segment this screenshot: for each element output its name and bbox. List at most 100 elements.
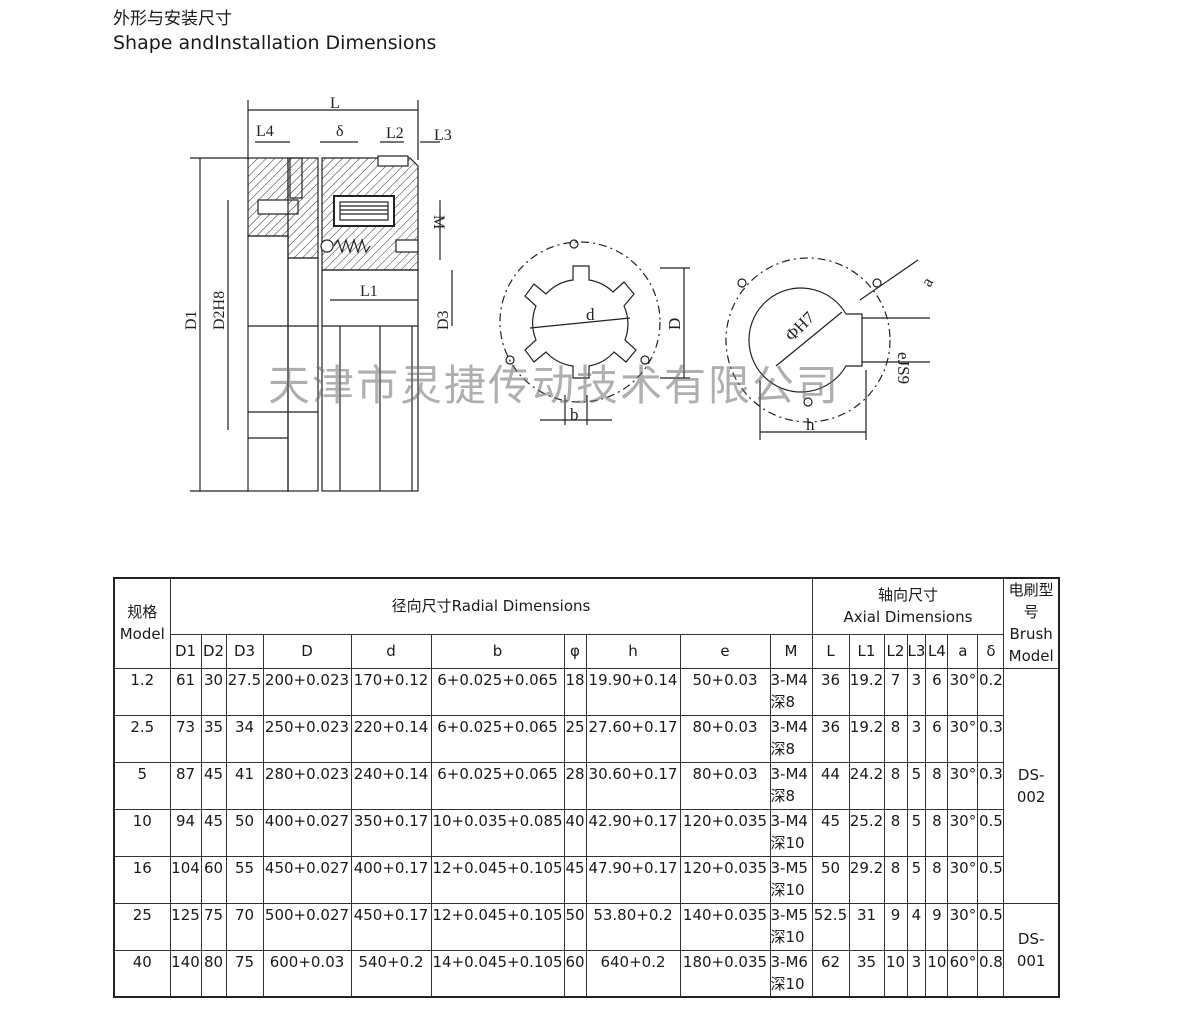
cell-d2: 45	[200, 808, 227, 857]
column-header: D1	[169, 633, 202, 669]
column-header: b	[430, 633, 565, 669]
cell-l1: 19.2	[848, 667, 885, 716]
cell-l: 36	[811, 667, 850, 716]
label-a: a	[917, 274, 937, 290]
cell-m: 3-M6深10	[769, 949, 813, 998]
cell-l3: 3	[906, 949, 927, 998]
cell-h: 53.80+0.2	[585, 902, 681, 951]
label-L2: L2	[386, 125, 404, 142]
cell-d2: 80	[200, 949, 227, 998]
cell-d: 250+0.023	[262, 714, 352, 763]
cell-l1: 29.2	[848, 855, 885, 904]
drawing-labels-left: L L4 δ L2 L3 M L1 D1 D2H8 D3	[183, 95, 452, 330]
cell-l1: 31	[848, 902, 885, 951]
cell-d1: 73	[169, 714, 202, 763]
cell-d2: 60	[200, 855, 227, 904]
cell-d: 170+0.12	[350, 667, 432, 716]
header-axial-zh: 轴向尺寸	[877, 586, 938, 605]
column-header: D3	[225, 633, 264, 669]
cell-l2: 10	[883, 949, 908, 998]
cell-l2: 8	[883, 761, 908, 810]
cell-m: 3-M4深8	[769, 667, 813, 716]
column-header: φ	[563, 633, 587, 669]
cell-d: 450+0.17	[350, 902, 432, 951]
column-header: a	[947, 633, 979, 669]
cell-d2: 45	[200, 761, 227, 810]
column-header: L3	[906, 633, 927, 669]
cell-l: 36	[811, 714, 850, 763]
cell-d1: 87	[169, 761, 202, 810]
header-brush: 电刷型号Brush Model	[1003, 577, 1060, 669]
cell-m: 3-M4深8	[769, 714, 813, 763]
cell-e: 80+0.03	[679, 761, 771, 810]
cell-d: 500+0.027	[262, 902, 352, 951]
cell-l4: 9	[925, 902, 949, 951]
cell-model: 40	[113, 949, 171, 998]
cell-e: 120+0.035	[679, 808, 771, 857]
cell-l2: 7	[883, 667, 908, 716]
cell-a: 30°	[947, 714, 979, 763]
label-D2H8: D2H8	[211, 291, 228, 330]
cell-b: 12+0.045+0.105	[430, 902, 565, 951]
cell-m: 3-M5深10	[769, 855, 813, 904]
heading-en: Shape andInstallation Dimensions	[113, 32, 437, 54]
cell-l4: 6	[925, 714, 949, 763]
cell-l3: 5	[906, 855, 927, 904]
cell-d: 240+0.14	[350, 761, 432, 810]
cell-h: 47.90+0.17	[585, 855, 681, 904]
cell-e: 140+0.035	[679, 902, 771, 951]
cell-d: 200+0.023	[262, 667, 352, 716]
cell-d3: 27.5	[225, 667, 264, 716]
cell-b: 10+0.035+0.085	[430, 808, 565, 857]
column-header: h	[585, 633, 681, 669]
cell-l2: 9	[883, 902, 908, 951]
cell-l: 52.5	[811, 902, 850, 951]
column-header: e	[679, 633, 771, 669]
cell-e: 50+0.03	[679, 667, 771, 716]
cell-model: 5	[113, 761, 171, 810]
header-axial-en: Axial Dimensions	[843, 608, 973, 627]
label-b: b	[570, 405, 579, 424]
cell-l: 50	[811, 855, 850, 904]
cell-h: 30.60+0.17	[585, 761, 681, 810]
cell-l1: 24.2	[848, 761, 885, 810]
company-watermark: 天津市灵捷传动技术有限公司	[268, 361, 841, 410]
splined-hub-view	[499, 239, 690, 425]
label-D1: D1	[183, 310, 200, 330]
column-header: d	[350, 633, 432, 669]
cell-phi: 25	[563, 714, 587, 763]
heading-zh: 外形与安装尺寸	[113, 9, 232, 29]
cell-phi: 45	[563, 855, 587, 904]
cell-d3: 34	[225, 714, 264, 763]
cell-d2: 75	[200, 902, 227, 951]
technical-drawing: L L4 δ L2 L3 M L1 D1 D2H8 D3 d D b	[183, 95, 937, 492]
splined-hub-labels: d D b	[570, 305, 684, 424]
cell-l4: 8	[925, 808, 949, 857]
cell-l4: 8	[925, 855, 949, 904]
cell-b: 6+0.025+0.065	[430, 714, 565, 763]
cell-d2: 30	[200, 667, 227, 716]
cell-d1: 104	[169, 855, 202, 904]
cell-delta: 0.5	[977, 808, 1005, 857]
header-radial: 径向尺寸Radial Dimensions	[169, 577, 813, 635]
label-h: h	[806, 415, 815, 434]
cell-a: 30°	[947, 902, 979, 951]
dimension-table: 规格Model 径向尺寸Radial Dimensions 轴向尺寸 Axial…	[113, 577, 1060, 998]
label-L4: L4	[256, 123, 274, 140]
cell-d: 540+0.2	[350, 949, 432, 998]
cell-e: 80+0.03	[679, 714, 771, 763]
cell-d2: 35	[200, 714, 227, 763]
column-header: D	[262, 633, 352, 669]
cell-m: 3-M5深10	[769, 902, 813, 951]
cell-l4: 10	[925, 949, 949, 998]
header-axial: 轴向尺寸 Axial Dimensions	[811, 577, 1005, 635]
cell-delta: 0.8	[977, 949, 1005, 998]
cell-d: 280+0.023	[262, 761, 352, 810]
cell-l1: 35	[848, 949, 885, 998]
cell-l2: 8	[883, 714, 908, 763]
cell-b: 6+0.025+0.065	[430, 761, 565, 810]
